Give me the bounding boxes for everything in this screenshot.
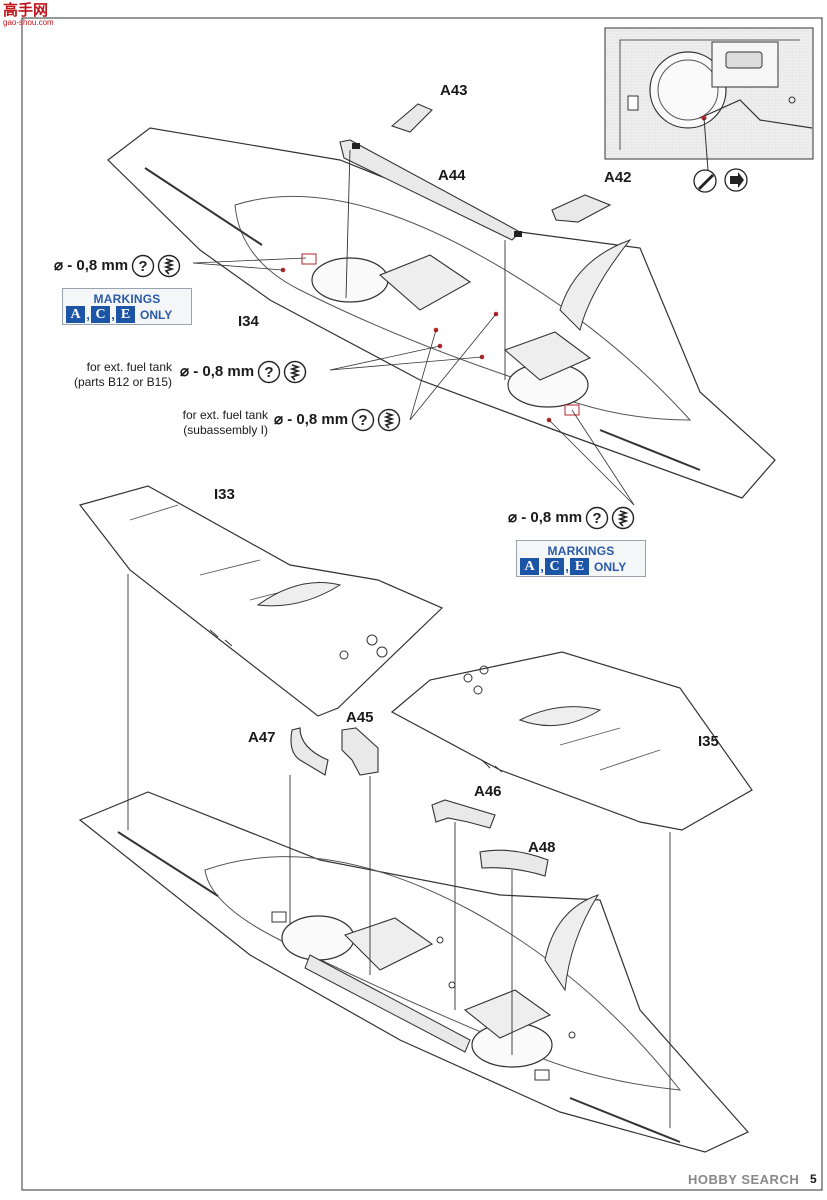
note-fuel-tank-parts: for ext. fuel tank (parts B12 or B15): [40, 360, 172, 390]
logo-sub: gao-shou.com: [3, 18, 54, 27]
page-frame: [21, 17, 823, 1191]
markings-badge-upper: MARKINGS A , C , E ONLY: [62, 288, 192, 325]
label-i35: I35: [698, 733, 719, 750]
part-a47-shape: [290, 727, 329, 776]
drill-icon: [611, 506, 635, 530]
label-a44: A44: [438, 167, 466, 184]
label-a46: A46: [474, 783, 502, 800]
marking-separator: ,: [565, 559, 569, 574]
label-i33: I33: [214, 486, 235, 503]
question-mark-icon: ?: [585, 506, 609, 530]
logo-main: 高手网: [3, 2, 49, 19]
logo: 高手网 gao-shou.com: [3, 3, 54, 27]
label-i34: I34: [238, 313, 259, 330]
wing-panel-i35: [390, 651, 753, 831]
markings-only: ONLY: [140, 307, 173, 322]
part-a43-shape: [390, 103, 433, 133]
part-a45-shape: [341, 727, 379, 776]
marking-letter-e: E: [116, 306, 135, 323]
watermark: HOBBY SEARCH: [688, 1172, 800, 1187]
marking-letter-e: E: [570, 558, 589, 575]
marking-letter-c: C: [91, 306, 110, 323]
label-a47: A47: [248, 729, 276, 746]
part-a46-shape: [431, 799, 496, 829]
marking-separator: ,: [86, 307, 90, 322]
arrow-icon: [724, 168, 748, 192]
drill-icon: [157, 254, 181, 278]
svg-text:?: ?: [358, 412, 367, 429]
page-number: 5: [810, 1172, 817, 1186]
question-mark-icon: ?: [351, 408, 375, 432]
svg-text:?: ?: [264, 364, 273, 381]
markings-only: ONLY: [594, 559, 627, 574]
note-fuel-i-line1: for ext. fuel tank: [182, 408, 268, 422]
drill-size-fuel-i: ⌀ - 0,8 mm: [274, 411, 349, 428]
markings-title: MARKINGS: [93, 292, 161, 306]
note-fuel-b-line2: (parts B12 or B15): [73, 375, 172, 389]
svg-text:?: ?: [138, 258, 147, 275]
drill-size-right: ⌀ - 0,8 mm: [508, 509, 583, 526]
marking-letter-a: A: [520, 558, 539, 575]
drill-size-left: ⌀ - 0,8 mm: [54, 257, 129, 274]
lower-wing-base: [78, 791, 749, 1153]
marking-letter-a: A: [66, 306, 85, 323]
drill-icon: [377, 408, 401, 432]
drill-callout-fuel-parts: ⌀ - 0,8 mm ?: [180, 360, 307, 384]
note-fuel-i-line2: (subassembly I): [183, 423, 268, 437]
drill-size-fuel-b: ⌀ - 0,8 mm: [180, 363, 255, 380]
label-a45: A45: [346, 709, 374, 726]
question-mark-icon: ?: [257, 360, 281, 384]
wing-panel-i33: [78, 485, 444, 717]
locating-lines: [127, 574, 671, 1128]
drill-callout-left: ⌀ - 0,8 mm ?: [54, 254, 181, 278]
svg-text:?: ?: [592, 510, 601, 527]
drill-callout-fuel-subassembly: ⌀ - 0,8 mm ?: [274, 408, 401, 432]
label-a42: A42: [604, 169, 632, 186]
note-fuel-tank-subassembly: for ext. fuel tank (subassembly I): [150, 408, 268, 438]
inset-detail: [604, 27, 814, 171]
knife-icon: [693, 169, 717, 193]
marking-letter-c: C: [545, 558, 564, 575]
marking-separator: ,: [540, 559, 544, 574]
note-fuel-b-line1: for ext. fuel tank: [86, 360, 172, 374]
part-a48-shape: [479, 849, 549, 877]
label-a48: A48: [528, 839, 556, 856]
label-a43: A43: [440, 82, 468, 99]
question-mark-icon: ?: [131, 254, 155, 278]
drill-icon: [283, 360, 307, 384]
upper-wing-i34: [107, 127, 776, 499]
marking-separator: ,: [111, 307, 115, 322]
drill-callout-right: ⌀ - 0,8 mm ?: [508, 506, 635, 530]
markings-title: MARKINGS: [547, 544, 615, 558]
markings-badge-lower: MARKINGS A , C , E ONLY: [516, 540, 646, 577]
part-a42-shape: [551, 194, 612, 223]
leader-lines: [192, 257, 635, 506]
part-a44-shape: [339, 139, 522, 241]
